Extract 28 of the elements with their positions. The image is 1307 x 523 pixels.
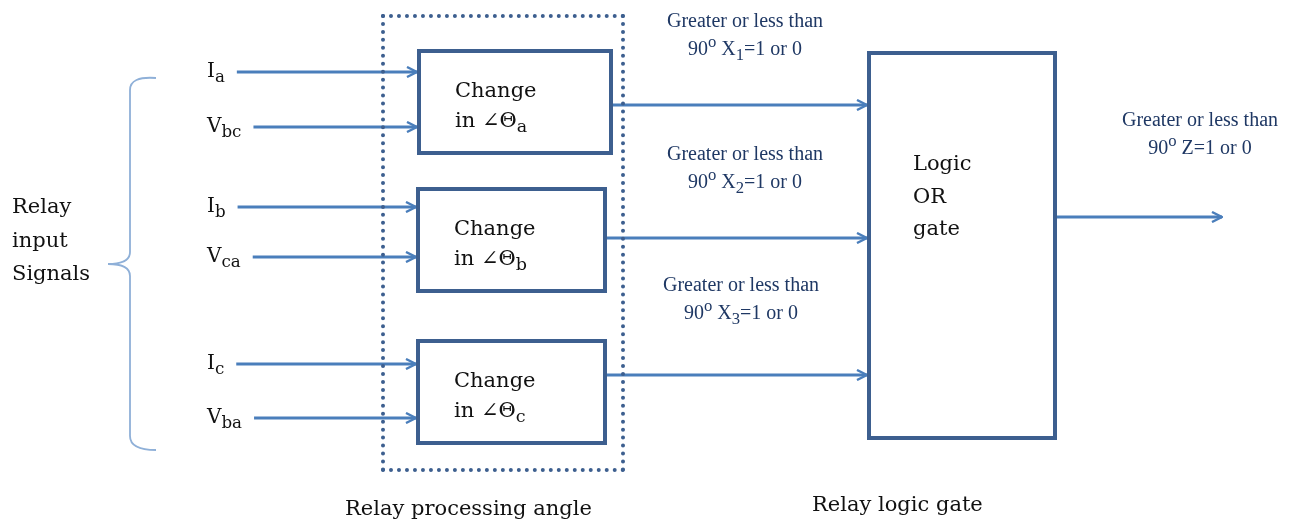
arrow — [252, 250, 418, 264]
dotted-group-box — [381, 14, 625, 472]
signal-label: I$_{a}$ — [207, 58, 225, 86]
group-label: Relay input Signals — [12, 193, 92, 288]
arrow — [1057, 210, 1224, 224]
arrow — [236, 357, 418, 371]
arrow — [253, 120, 419, 134]
section-heading: Relay processing angle — [345, 496, 592, 520]
signal-label: V$_{ba}$ — [207, 404, 243, 432]
arrow — [236, 65, 419, 79]
signal-label: V$_{bc}$ — [207, 113, 242, 141]
arrow — [254, 411, 418, 425]
signal-label: V$_{ca}$ — [207, 243, 241, 271]
section-heading: Relay logic gate — [812, 492, 983, 516]
arrow — [237, 200, 418, 214]
arrow — [607, 368, 869, 382]
box-label: Change in ∠Θ$_{c}$ — [454, 367, 537, 429]
box-label: Logic OR gate — [913, 150, 973, 243]
arrow — [613, 98, 869, 112]
signal-label: I$_{b}$ — [207, 193, 226, 221]
box-label: Change in ∠Θ$_{a}$ — [455, 77, 538, 139]
signal-label: I$_{c}$ — [207, 350, 225, 378]
box-label: Change in ∠Θ$_{b}$ — [454, 215, 537, 277]
process-box — [416, 339, 607, 445]
process-box — [417, 49, 613, 155]
process-box — [416, 187, 607, 293]
logic-gate-box — [867, 51, 1057, 440]
arrow — [607, 231, 869, 245]
